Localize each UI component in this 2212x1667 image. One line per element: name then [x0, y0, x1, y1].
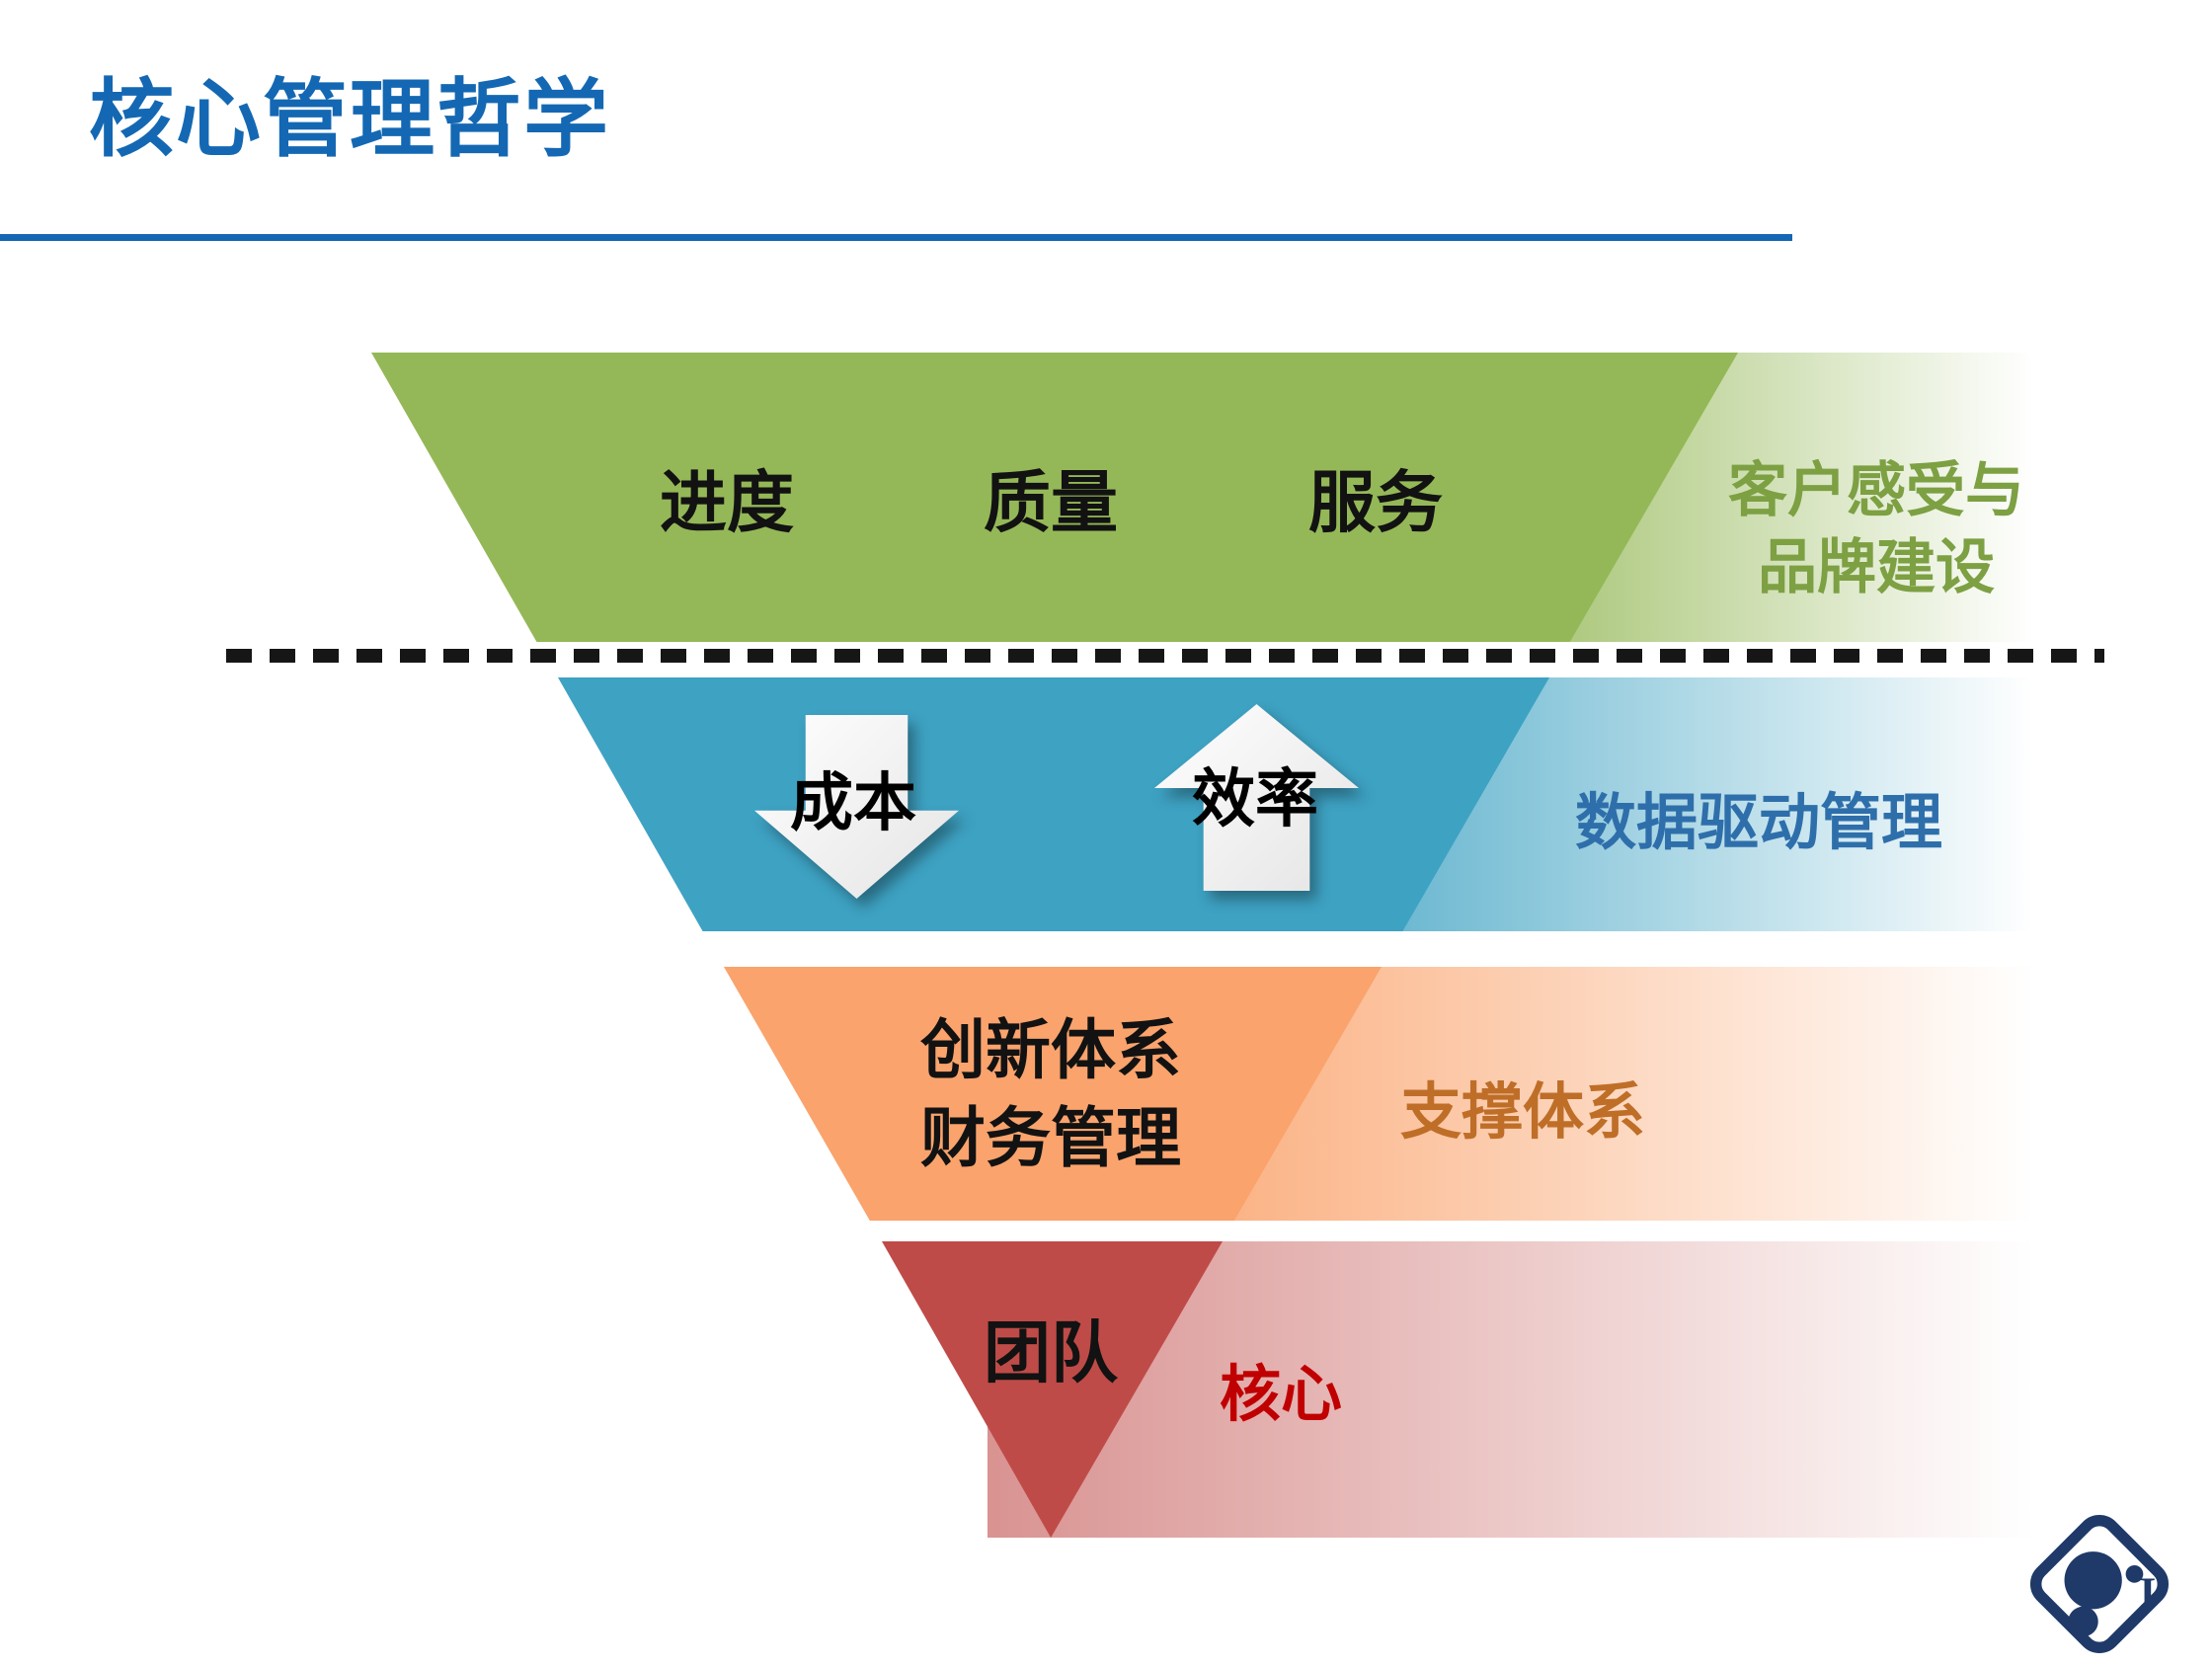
team-label: 团队 [983, 1315, 1119, 1391]
layer3-line-innovation: 创新体系 [920, 1012, 1181, 1086]
layer3-text: 创新体系 财务管理 [920, 1005, 1181, 1181]
svg-text:I: I [2140, 1570, 2157, 1617]
up-arrow-icon [1154, 704, 1359, 891]
metric-service: 服务 [1307, 465, 1444, 541]
title-divider [0, 234, 1792, 241]
down-arrow-icon [754, 715, 959, 899]
efficiency-label: 效率 [1192, 763, 1318, 834]
dotted-divider [226, 649, 2104, 663]
metric-quality: 质量 [983, 465, 1119, 541]
side-label-data-driven: 数据驱动管理 [1575, 789, 1943, 857]
cost-label: 成本 [790, 767, 916, 838]
funnel-layer-customer: 进度 质量 服务 [371, 353, 1738, 642]
side-label-customer-brand: 客户感受与 品牌建设 [1723, 452, 2029, 606]
layer3-line-finance: 财务管理 [920, 1100, 1181, 1174]
company-logo-icon: I [2022, 1509, 2176, 1659]
side-label-core: 核心 [1220, 1361, 1343, 1429]
side-label-customer-brand-line2: 品牌建设 [1758, 534, 1995, 600]
side-label-customer-brand-line1: 客户感受与 [1728, 457, 2024, 523]
side-label-support-system: 支撑体系 [1400, 1078, 1646, 1147]
metric-progress: 进度 [659, 465, 795, 541]
funnel-layer-data [558, 677, 1549, 931]
page-title: 核心管理哲学 [89, 72, 610, 167]
